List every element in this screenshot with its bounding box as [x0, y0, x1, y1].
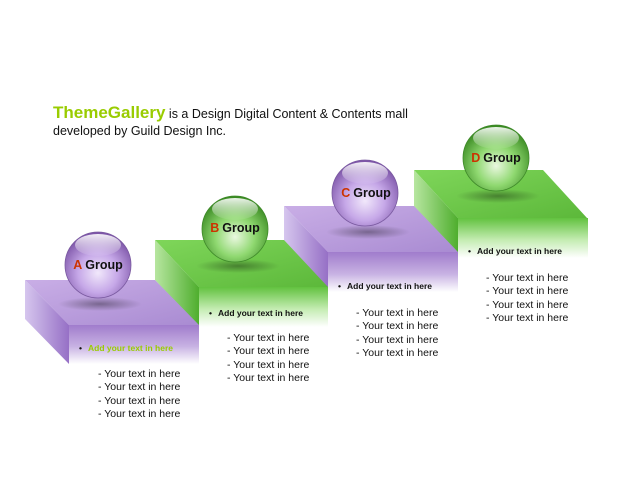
group-d-list: - Your text in here - Your text in here …	[486, 272, 568, 325]
group-b-list: - Your text in here - Your text in here …	[227, 332, 309, 385]
group-d-bullet: • Add your text in here	[468, 246, 562, 256]
bullet-dot: •	[209, 308, 212, 318]
group-c-bullet: • Add your text in here	[338, 281, 432, 291]
group-c-list: - Your text in here - Your text in here …	[356, 307, 438, 360]
group-a-name: Group	[85, 258, 123, 272]
list-item: - Your text in here	[356, 320, 439, 333]
step-a-side	[25, 280, 69, 364]
list-item: - Your text in here	[98, 394, 181, 407]
list-item: - Your text in here	[356, 307, 439, 319]
list-item: - Your text in here	[98, 381, 181, 394]
group-b-letter: B	[210, 221, 220, 235]
group-b-bullet: • Add your text in here	[209, 308, 303, 318]
list-item: - Your text in here	[486, 298, 569, 311]
bullet-dot: •	[468, 246, 471, 256]
list-item: - Your text in here	[227, 358, 310, 371]
step-b-front	[199, 287, 328, 327]
group-c-bullet-text: Add your text in here	[346, 281, 432, 291]
step-d-front	[458, 218, 588, 258]
group-c-letter: C	[341, 186, 351, 200]
step-d-side	[414, 170, 458, 258]
headline-text: is a Design Digital Content & Contents m…	[53, 107, 408, 138]
list-item: - Your text in here	[486, 285, 569, 298]
list-item: - Your text in here	[227, 332, 310, 344]
group-b-bullet-text: Add your text in here	[217, 308, 303, 318]
bullet-dot: •	[338, 281, 341, 291]
brand-name: ThemeGallery	[53, 103, 166, 122]
list-item: - Your text in here	[227, 345, 310, 358]
group-a-list: - Your text in here - Your text in here …	[98, 368, 180, 421]
group-c-name: Group	[353, 186, 391, 200]
group-d-letter: D	[471, 151, 481, 165]
list-item: - Your text in here	[486, 272, 569, 284]
group-b-name: Group	[222, 221, 260, 235]
headline: ThemeGallery is a Design Digital Content…	[53, 104, 413, 140]
step-c-front	[328, 252, 458, 292]
group-d-bullet-text: Add your text in here	[476, 246, 562, 256]
step-b-side	[155, 240, 199, 327]
group-a-bullet: • Add your text in here	[79, 343, 173, 353]
list-item: - Your text in here	[98, 407, 181, 420]
sphere-b	[196, 195, 280, 273]
list-item: - Your text in here	[98, 368, 181, 380]
sphere-d	[456, 124, 540, 203]
bullet-dot: •	[79, 343, 82, 353]
sphere-a	[58, 231, 142, 311]
group-d-name: Group	[483, 151, 521, 165]
step-c-side	[284, 206, 328, 292]
list-item: - Your text in here	[356, 346, 439, 359]
list-item: - Your text in here	[227, 371, 310, 384]
list-item: - Your text in here	[486, 311, 569, 324]
list-item: - Your text in here	[356, 333, 439, 346]
step-a-front	[69, 325, 199, 364]
group-a-bullet-text: Add your text in here	[87, 343, 173, 353]
sphere-c	[326, 159, 410, 239]
group-a-letter: A	[73, 258, 83, 272]
